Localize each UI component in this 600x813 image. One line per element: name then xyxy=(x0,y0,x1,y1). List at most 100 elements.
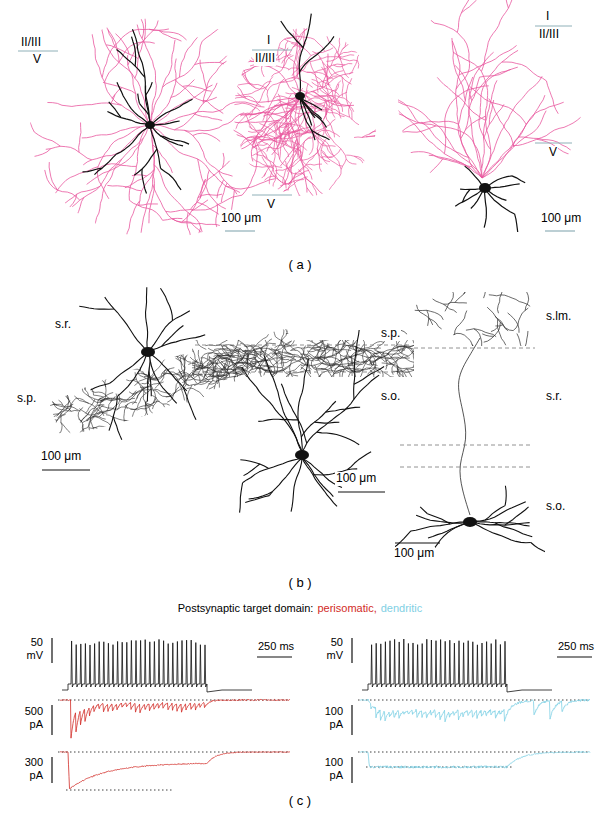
dendrite-tree xyxy=(83,29,193,193)
axon-branch xyxy=(217,353,234,356)
axon-branch xyxy=(219,345,228,349)
axon-branch xyxy=(226,176,288,189)
dendrite-branch xyxy=(300,98,315,140)
axon-branch xyxy=(245,120,280,122)
axon-branch xyxy=(153,420,157,435)
axon-branch xyxy=(174,355,181,357)
axon-branch xyxy=(349,102,352,117)
axon-branch xyxy=(179,37,197,77)
axon-branch xyxy=(298,107,317,133)
dendrite-branch xyxy=(134,149,157,175)
scale-bar xyxy=(351,705,352,735)
axon-branch xyxy=(343,340,353,347)
scale-bar xyxy=(338,491,385,492)
axon-branch xyxy=(354,128,387,137)
axon-branch xyxy=(264,130,309,139)
axon-branch xyxy=(349,50,375,74)
dendrite-branch xyxy=(354,367,384,385)
axon-trunk xyxy=(459,338,480,515)
axon-branch xyxy=(234,103,260,111)
scale-label: 50 mV xyxy=(18,636,44,661)
axon-branch xyxy=(141,423,147,427)
scale-label: 250 ms xyxy=(257,640,295,653)
axon-branch xyxy=(328,56,340,83)
axon-branch xyxy=(86,417,110,426)
axon-branch xyxy=(51,432,61,434)
axon-branch xyxy=(61,412,62,433)
scale-label: 100 pA xyxy=(318,705,344,730)
dendrite-branch xyxy=(142,169,147,193)
axon-branch xyxy=(219,56,226,63)
axon-branch xyxy=(286,316,318,333)
axon-branch xyxy=(320,370,345,377)
axon-branch xyxy=(209,386,215,389)
axon-branch xyxy=(306,164,322,165)
axon-branch xyxy=(202,97,216,101)
axon-branch xyxy=(396,369,400,377)
dendrite-tree xyxy=(455,166,525,232)
axon-branch xyxy=(89,426,109,428)
dendrite-branch xyxy=(113,416,121,439)
dendrite-branch xyxy=(531,543,545,557)
axon-branch xyxy=(166,195,242,212)
axon-branch xyxy=(163,218,183,220)
axon-branch xyxy=(258,365,282,368)
axon-branch xyxy=(144,416,148,429)
axon-branch xyxy=(106,45,138,59)
axon-branch xyxy=(324,99,327,118)
axon-branch xyxy=(202,16,239,42)
scale-bar xyxy=(351,757,352,783)
axon-branch xyxy=(295,311,297,331)
axon-branch xyxy=(90,375,103,380)
layer-label: V xyxy=(266,198,276,212)
dendrite-branch xyxy=(302,458,333,497)
axon-branch xyxy=(278,356,294,362)
axon-branch xyxy=(433,299,467,304)
axon-branch xyxy=(253,350,266,352)
axon-branch xyxy=(329,106,359,124)
axon-branch xyxy=(83,434,85,448)
axon-branch xyxy=(215,359,224,370)
scale-label: 100 pA xyxy=(318,756,344,781)
axon-branch xyxy=(207,334,217,337)
axon-branch xyxy=(290,346,295,350)
layer-label: s.lm. xyxy=(545,310,572,324)
axon-branch xyxy=(80,386,83,392)
layer-label: s.o. xyxy=(545,500,566,514)
axon-branch xyxy=(79,122,81,152)
axon-branch xyxy=(199,375,201,382)
axon-branch xyxy=(342,77,343,97)
axon-branch xyxy=(72,125,150,207)
axon-branch xyxy=(159,31,181,42)
axon-branch xyxy=(97,125,150,199)
axon-branch xyxy=(282,319,287,332)
axon-branch xyxy=(283,340,294,346)
axon-branch xyxy=(238,93,300,102)
dendrite-branch xyxy=(505,486,506,506)
axon-branch xyxy=(223,153,225,168)
dendrite-tree xyxy=(240,330,385,513)
axon-branch xyxy=(132,387,144,404)
axon-branch xyxy=(281,310,284,330)
dendrite-branch xyxy=(515,214,521,232)
dendrite-branch xyxy=(117,49,145,77)
axon-branch xyxy=(473,0,509,8)
axon-branch xyxy=(290,350,304,362)
axon-branch xyxy=(218,80,237,87)
axon-branch xyxy=(453,333,478,346)
dendrite-branch xyxy=(420,507,427,514)
axon-branch xyxy=(56,186,100,215)
axon-branch xyxy=(296,314,298,324)
axon-branch xyxy=(319,55,354,59)
axon-branch xyxy=(259,352,265,355)
axon-branch xyxy=(243,65,250,83)
axon-branch xyxy=(117,402,122,411)
axon-branch xyxy=(111,94,115,103)
axon-branch xyxy=(208,348,214,351)
axon-branch xyxy=(294,6,305,98)
axon-branch xyxy=(248,130,259,132)
layer-boundary xyxy=(252,50,292,51)
layer-label: I xyxy=(545,10,550,24)
axon-branch xyxy=(382,355,404,363)
dendrite-branch xyxy=(485,506,505,521)
